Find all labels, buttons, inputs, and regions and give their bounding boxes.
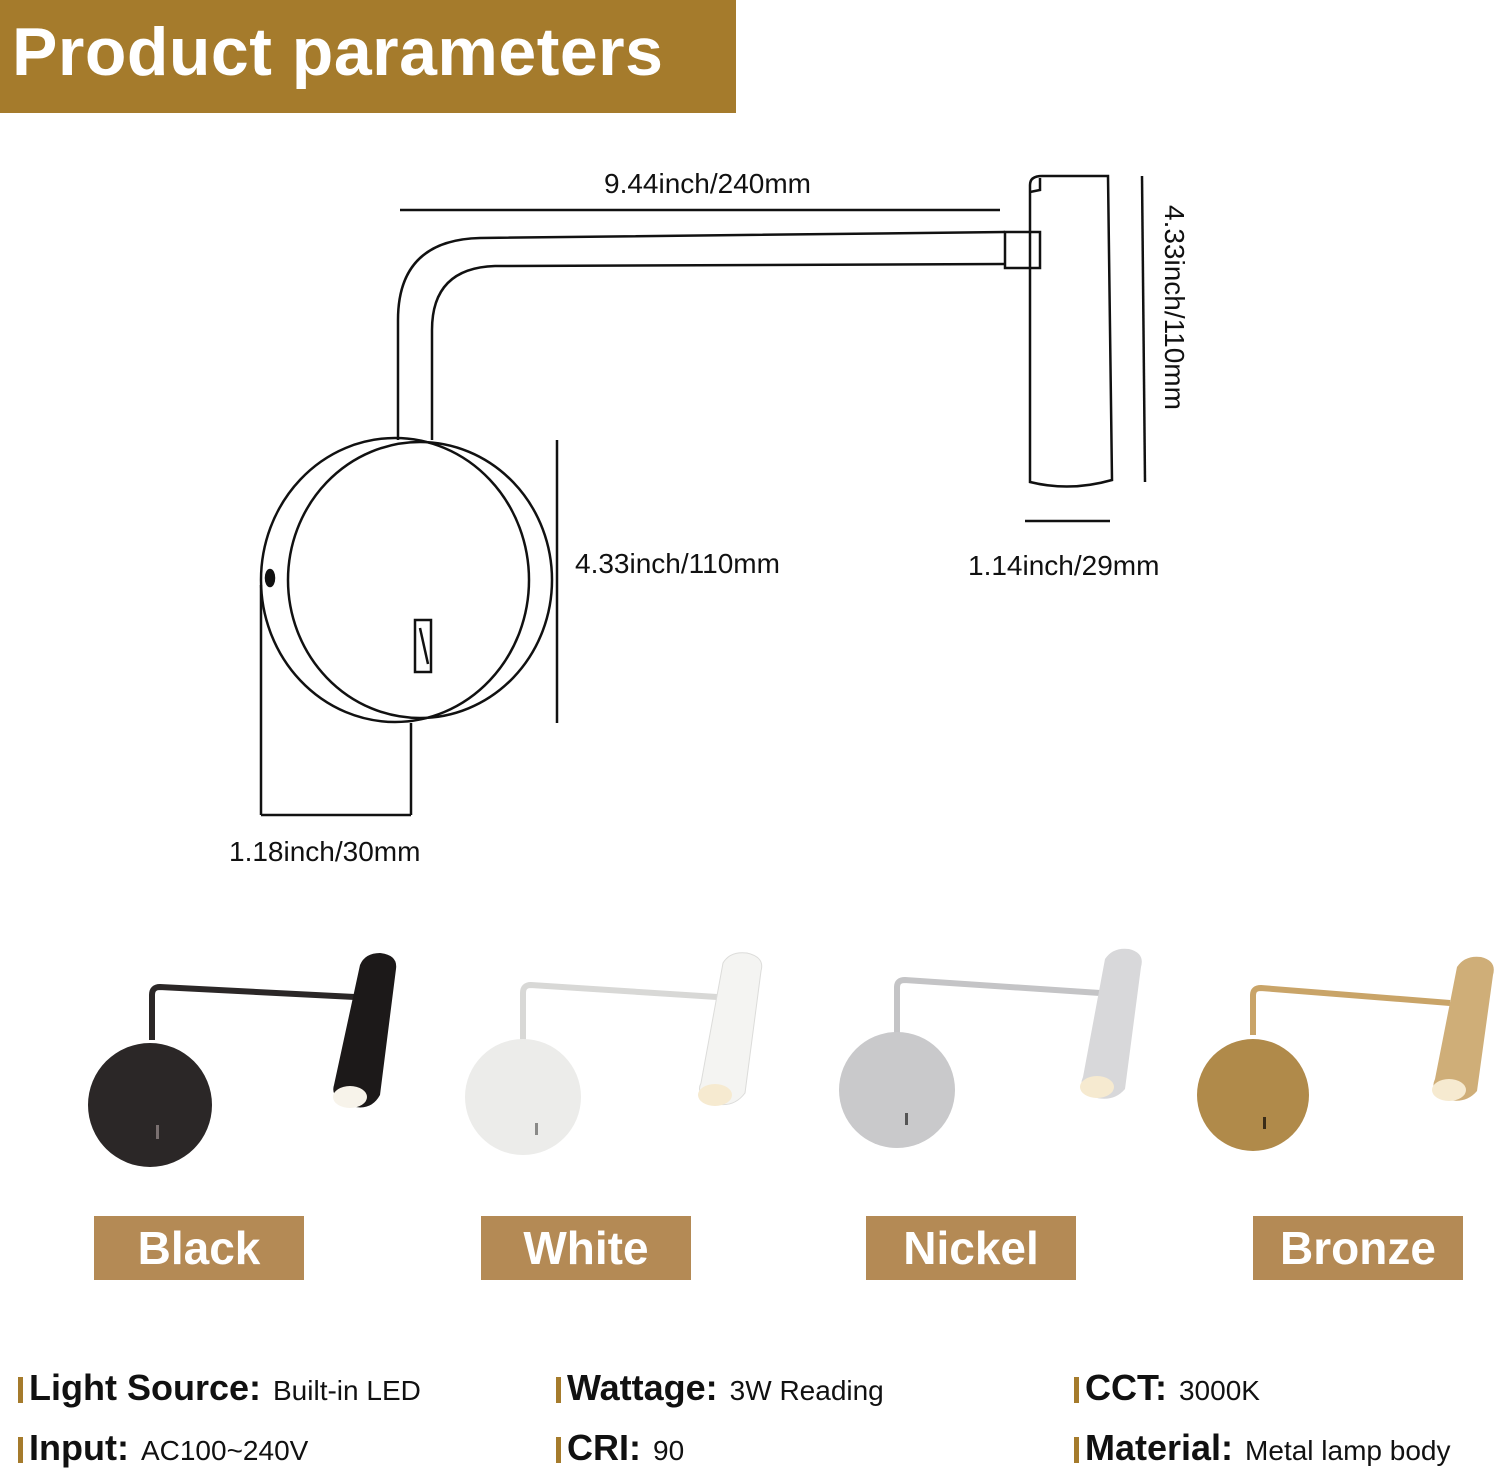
lamp-head-cap [1029, 178, 1042, 194]
switch-toggle [418, 627, 430, 665]
spec-light-source: Light Source: Built-in LED [18, 1368, 421, 1416]
base-front-disc [286, 440, 554, 720]
header-banner: Product parameters [0, 0, 736, 113]
arm-length-label: 9.44inch/240mm [604, 168, 812, 199]
spec-key: Input: [29, 1427, 129, 1468]
spec-value: AC100~240V [140, 1435, 309, 1466]
color-label-bronze: Bronze [1253, 1216, 1463, 1280]
lamp-head-outline [1028, 174, 1114, 488]
spec-cri: CRI: 90 [556, 1428, 684, 1474]
lamp-line-drawing [259, 174, 1147, 817]
arm-outline-outer [396, 230, 1006, 440]
spec-bullet [18, 1437, 23, 1463]
head-height-dimension-line [1140, 175, 1147, 483]
spec-bullet [1074, 1377, 1079, 1403]
base-side-hole [264, 568, 276, 588]
spec-bullet [1074, 1437, 1079, 1463]
color-label-nickel: Nickel [866, 1216, 1076, 1280]
product-image-nickel [835, 945, 1175, 1175]
base-depth-label: 1.18inch/30mm [229, 836, 421, 867]
color-label-black: Black [94, 1216, 304, 1280]
spec-key: Material: [1085, 1427, 1234, 1468]
spec-value: 3W Reading [729, 1375, 884, 1406]
spec-value: Built-in LED [273, 1375, 421, 1406]
spec-key: Wattage: [567, 1367, 718, 1408]
spec-key: Light Source: [29, 1367, 261, 1408]
base-diameter-label: 4.33inch/110mm [575, 548, 780, 579]
spec-cct: CCT: 3000K [1074, 1368, 1260, 1416]
product-image-white [455, 945, 795, 1175]
spec-value: 3000K [1178, 1375, 1260, 1406]
color-label-white: White [481, 1216, 691, 1280]
page-title: Product parameters [12, 14, 664, 90]
product-image-bronze [1195, 945, 1500, 1175]
spec-wattage: Wattage: 3W Reading [556, 1368, 884, 1416]
spec-input: Input: AC100~240V [18, 1428, 308, 1474]
spec-bullet [18, 1377, 23, 1403]
switch-outline [413, 618, 433, 674]
product-image-black [80, 945, 420, 1175]
spec-key: CRI: [567, 1427, 641, 1468]
arm-outline-inner [430, 262, 1006, 440]
spec-value: 90 [653, 1435, 685, 1466]
head-width-label: 1.14inch/29mm [968, 550, 1160, 581]
spec-value: Metal lamp body [1245, 1435, 1451, 1466]
head-height-label: 4.33inch/110mm [1159, 205, 1190, 410]
dimension-diagram: 9.44inch/240mm 4.33inch/110mm 4.33inch/1… [229, 168, 1190, 867]
spec-material: Material: Metal lamp body [1074, 1428, 1450, 1474]
spec-bullet [556, 1437, 561, 1463]
spec-bullet [556, 1377, 561, 1403]
arm-joint [1003, 230, 1042, 270]
spec-key: CCT: [1085, 1367, 1167, 1408]
base-back-disc [259, 436, 531, 724]
